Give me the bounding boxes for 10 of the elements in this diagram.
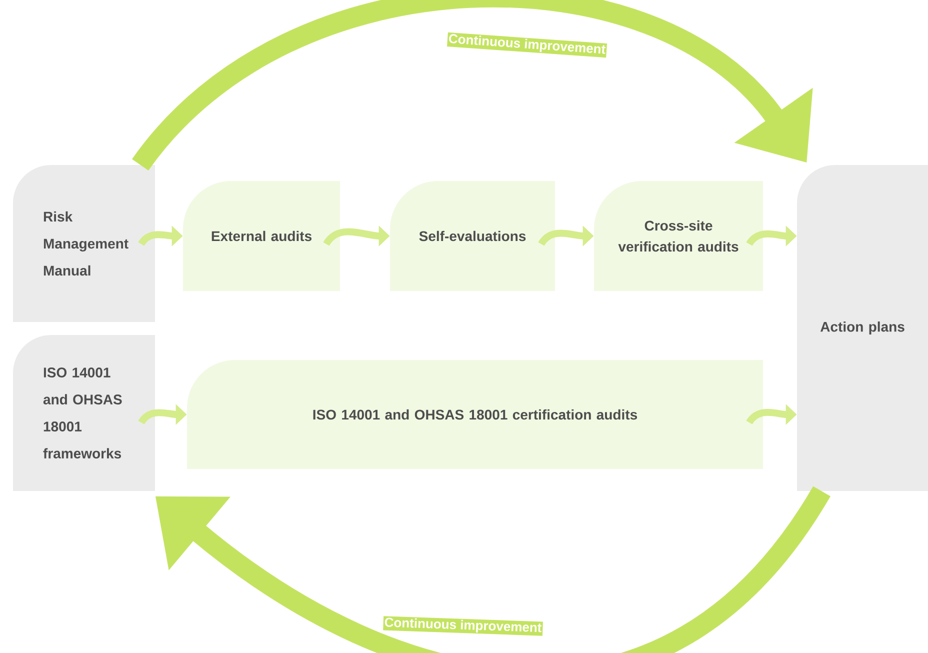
edge-label: Continuous improvement (446, 32, 608, 58)
process-box: ISO 14001 and OHSAS 18001 certification audits (187, 360, 763, 469)
arrow (132, 0, 813, 172)
edge-label: Continuous improvement (383, 616, 543, 636)
process-box: Action plans (797, 165, 928, 491)
process-box: Risk Management Manual (13, 165, 155, 322)
process-box: External audits (183, 181, 340, 291)
process-box: Self-evaluations (390, 181, 555, 291)
process-box: ISO 14001 and OHSAS 18001 frameworks (13, 335, 155, 491)
process-box: Cross-site verification audits (594, 181, 763, 291)
